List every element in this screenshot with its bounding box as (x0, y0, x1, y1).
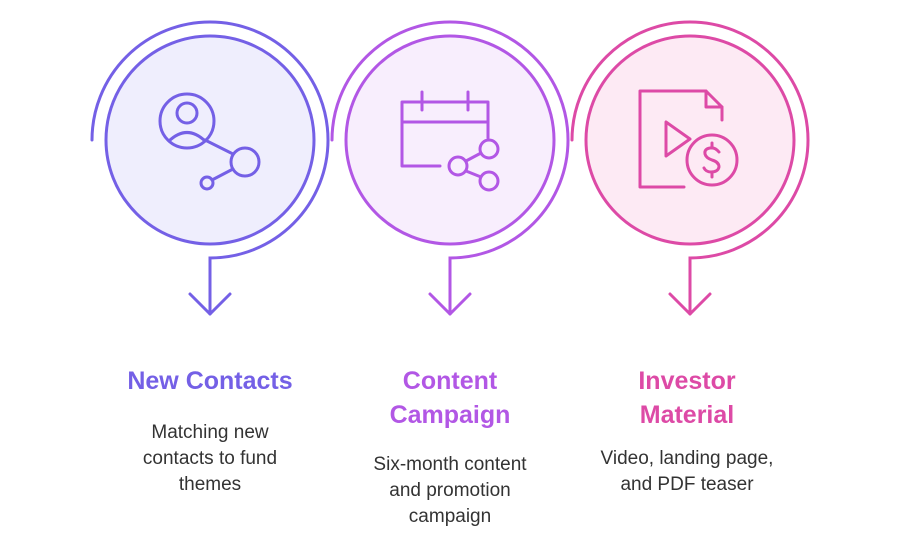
step-1-desc-line3: themes (178, 474, 242, 495)
step-2-title-line1: Content (402, 367, 498, 395)
step-1-description: Matching new contacts to fund themes (90, 420, 330, 498)
step-1-desc-line2: contacts to fund (142, 448, 278, 469)
step-1-text: New Contacts Matching new contacts to fu… (90, 364, 330, 498)
step-3-title-line2: Material (639, 401, 735, 429)
step-2-desc-line2: and promotion (389, 480, 511, 501)
step-2-title-line2: Campaign (389, 401, 511, 429)
step-1-arc-arrow (90, 20, 330, 316)
step-2-description: Six-month content and promotion campaign (330, 452, 570, 530)
step-1-title: New Contacts (90, 364, 330, 398)
step-2-desc-line1: Six-month content (373, 454, 527, 475)
step-2-desc-line3: campaign (408, 506, 492, 527)
step-3-arrowhead (668, 292, 712, 316)
step-3-title: Investor Material (567, 364, 807, 432)
calendar-share-icon (400, 90, 500, 192)
user-network-icon (158, 92, 261, 191)
step-3-desc-line1: Video, landing page, (600, 448, 774, 469)
step-1-desc-line1: Matching new (151, 422, 269, 443)
step-1-circle (104, 34, 316, 246)
step-3-arc-arrow (570, 20, 810, 316)
step-3-desc-line2: and PDF teaser (620, 474, 754, 495)
step-2-arc-arrow (330, 20, 570, 316)
step-1-graphic (90, 20, 330, 316)
step-2-title: Content Campaign (330, 364, 570, 432)
step-2-arrowhead (428, 292, 472, 316)
step-2-circle (344, 34, 556, 246)
step-3-description: Video, landing page, and PDF teaser (567, 446, 807, 498)
step-3-text: Investor Material Video, landing page, a… (567, 364, 807, 498)
video-document-dollar-icon (638, 89, 739, 189)
step-2-graphic (330, 20, 570, 316)
step-2-text: Content Campaign Six-month content and p… (330, 364, 570, 530)
step-3-title-line1: Investor (638, 367, 736, 395)
step-3-graphic (570, 20, 810, 316)
step-1-arrowhead (188, 292, 232, 316)
step-1-title-line1: New Contacts (127, 367, 293, 395)
